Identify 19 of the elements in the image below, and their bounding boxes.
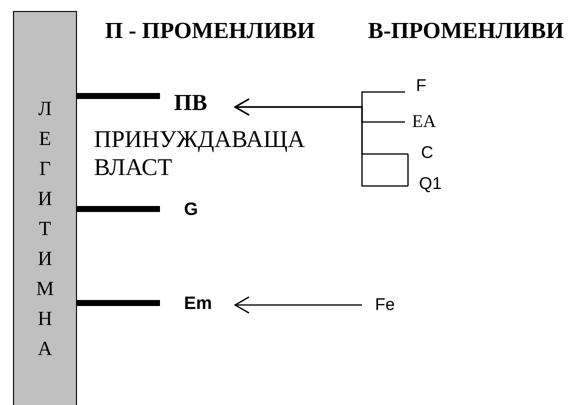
vertical-bar: [13, 11, 77, 405]
node-text: ЛЕГИТИМНА: [35, 97, 55, 362]
node-text: Q1: [418, 174, 442, 194]
node-text: Em: [183, 292, 212, 314]
connector-line: [77, 93, 160, 99]
arrow: [234, 296, 362, 314]
node-text: EA: [411, 110, 436, 132]
node-text: F: [415, 76, 426, 96]
node-text: C: [420, 143, 434, 163]
connector-line: [77, 300, 160, 306]
connector-line: [77, 206, 160, 212]
arrow: [234, 98, 408, 187]
column-heading: В-ПРОМЕНЛИВИ: [368, 18, 564, 44]
column-heading: П - ПРОМЕНЛИВИ: [105, 18, 315, 44]
node-text: Fe: [374, 295, 395, 315]
connector-line: [407, 154, 409, 186]
node-text: ПВ: [173, 90, 208, 116]
variable-caption: ПРИНУЖДАВАЩА ВЛАСТ: [94, 126, 306, 182]
node-text: G: [183, 198, 198, 220]
